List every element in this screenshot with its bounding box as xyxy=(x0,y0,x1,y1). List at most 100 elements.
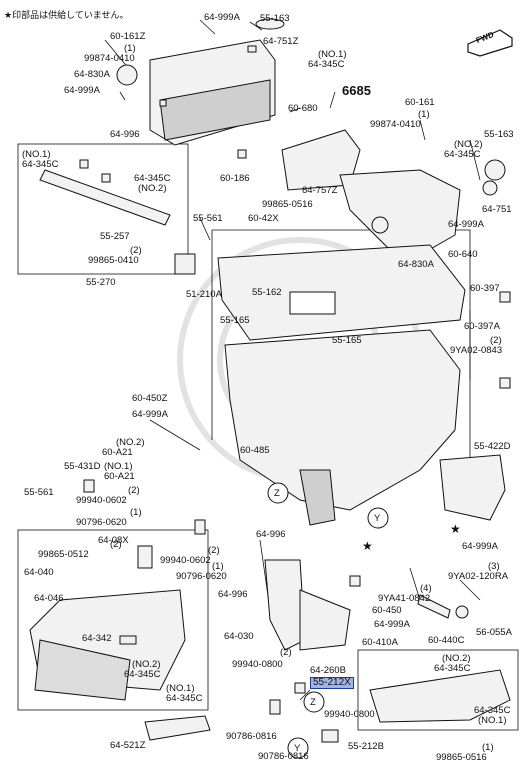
part-51-210a xyxy=(174,253,196,275)
label-9ya02-0843: 9YA02-0843 xyxy=(450,345,503,356)
part-56-055a xyxy=(455,605,469,619)
supply-note: ★印部品は供給していません。 xyxy=(4,11,129,21)
part-55-422d xyxy=(439,454,506,521)
label-56-055a: 56-055A xyxy=(476,627,512,638)
label-qty: (1) xyxy=(482,742,494,753)
label-qty: (3) xyxy=(488,561,500,572)
label-no1: (NO.1) xyxy=(22,149,51,160)
label-z: Z xyxy=(310,697,316,708)
label-60-161: 60-161 xyxy=(405,97,435,108)
label-60-450: 60-450 xyxy=(372,605,402,616)
label-60-410a: 60-410A xyxy=(362,637,398,648)
label-60-397a: 60-397A xyxy=(464,321,500,332)
label-qty: (2) xyxy=(280,647,292,658)
label-z: Z xyxy=(274,488,280,499)
not-supplied-stars: ★ ★ xyxy=(362,522,461,553)
label-qty: (1) xyxy=(124,43,136,54)
label-55-257: 55-257 xyxy=(100,231,130,242)
label-64-030: 64-030 xyxy=(224,631,254,642)
part-64-030 xyxy=(264,559,306,651)
label-64-040: 64-040 xyxy=(24,567,54,578)
label-y: Y xyxy=(294,743,301,754)
label-no2: (NO.2) xyxy=(138,183,167,194)
trim-box xyxy=(17,143,189,275)
label-64-999a: 64-999A xyxy=(462,541,498,552)
label-64-996: 64-996 xyxy=(110,129,140,140)
label-64-345c: 64-345C xyxy=(308,59,345,70)
label-99874-0410: 99874-0410 xyxy=(84,53,135,64)
label-55-162: 55-162 xyxy=(252,287,282,298)
part-64-751 xyxy=(482,180,498,196)
label-60-450z: 60-450Z xyxy=(132,393,168,404)
part-main-panel xyxy=(224,329,461,511)
label-no1: (NO.1) xyxy=(318,49,347,60)
label-60-640: 60-640 xyxy=(448,249,478,260)
part-55-257 xyxy=(39,169,171,226)
parts xyxy=(29,18,511,743)
label-55-165: 55-165 xyxy=(332,335,362,346)
label-60-485: 60-485 xyxy=(240,445,270,456)
label-y: Y xyxy=(374,513,381,524)
label-qty: (2) xyxy=(490,335,502,346)
label-90786-0816: 90786-0816 xyxy=(258,751,309,762)
label-55-422d: 55-422D xyxy=(474,441,511,452)
label-64-999a: 64-999A xyxy=(374,619,410,630)
label-55-561: 55-561 xyxy=(193,213,223,224)
label-55-270: 55-270 xyxy=(86,277,116,288)
label-60-a21: 60-A21 xyxy=(102,447,133,458)
part-64-260b xyxy=(369,669,511,723)
glovebox-box xyxy=(17,529,209,711)
label-60-680: 60-680 xyxy=(288,103,318,114)
lid-box xyxy=(357,649,519,731)
label-qty: (1) xyxy=(130,507,142,518)
label-no2: (NO.2) xyxy=(116,437,145,448)
label-55-212b: 55-212B xyxy=(348,741,384,752)
svg-text:★: ★ xyxy=(362,539,373,553)
label-qty: (2) xyxy=(110,539,122,550)
label-no1: (NO.1) xyxy=(104,461,133,472)
label-64-830a: 64-830A xyxy=(74,69,110,80)
label-99865-0516: 99865-0516 xyxy=(262,199,313,210)
part-64-521z xyxy=(144,715,211,741)
label-qty: (4) xyxy=(420,583,432,594)
label-60-186: 60-186 xyxy=(220,173,250,184)
label-64-260b: 64-260B xyxy=(310,665,346,676)
label-90796-0620: 90796-0620 xyxy=(176,571,227,582)
label-64-345c: 64-345C xyxy=(22,159,59,170)
label-60-161z: 60-161Z xyxy=(110,31,146,42)
label-90786-0816: 90786-0816 xyxy=(226,731,277,742)
label-99865-0410: 99865-0410 xyxy=(88,255,139,266)
label-55-165: 55-165 xyxy=(220,315,250,326)
label-64-345c: 64-345C xyxy=(444,149,481,160)
part-60-440c xyxy=(417,594,451,619)
label-99940-0800: 99940-0800 xyxy=(232,659,283,670)
part-55-162 xyxy=(289,291,336,315)
label-51-210a: 51-210A xyxy=(186,289,222,300)
label-60-a21: 60-A21 xyxy=(104,471,135,482)
label-9ya02-120ra: 9YA02-120RA xyxy=(448,571,509,582)
label-no1: (NO.1) xyxy=(478,715,507,726)
label-99874-0410: 99874-0410 xyxy=(370,119,421,130)
label-64-345c: 64-345C xyxy=(434,663,471,674)
label-64-999a: 64-999A xyxy=(132,409,168,420)
label-64-999a: 64-999A xyxy=(448,219,484,230)
label-64-996: 64-996 xyxy=(218,589,248,600)
label-qty: (2) xyxy=(130,245,142,256)
view-markers xyxy=(267,482,389,759)
label-no1: (NO.1) xyxy=(166,683,195,694)
label-qty: (1) xyxy=(212,561,224,572)
label-64-08x: 64-08X xyxy=(98,535,129,546)
label-64-751z: 64-751Z xyxy=(263,36,299,47)
label-6685: 6685 xyxy=(342,83,371,98)
label-55-163: 55-163 xyxy=(260,13,290,24)
label-99940-0602: 99940-0602 xyxy=(76,495,127,506)
label-64-521z: 64-521Z xyxy=(110,740,146,751)
label-64-342: 64-342 xyxy=(82,633,112,644)
label-99865-0512: 99865-0512 xyxy=(38,549,89,560)
label-64-345c: 64-345C xyxy=(166,693,203,704)
fwd-arrow-icon xyxy=(467,29,513,57)
label-55-163: 55-163 xyxy=(484,129,514,140)
label-55-212x-highlighted[interactable]: 55-212X xyxy=(310,677,354,689)
part-60-410a xyxy=(299,589,351,651)
